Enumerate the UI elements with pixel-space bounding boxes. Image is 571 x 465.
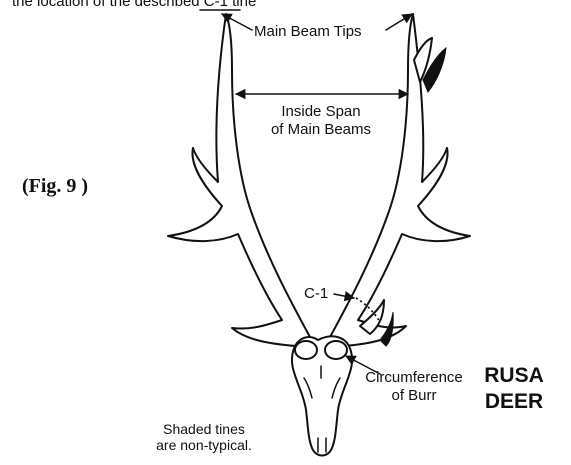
circumference-label-1: Circumference [365, 369, 463, 386]
c1-label: C-1 [304, 285, 328, 302]
species-label-2: DEER [485, 390, 543, 413]
circumference-label-2: of Burr [391, 387, 436, 404]
figure-label: (Fig. 9 ) [22, 175, 88, 197]
left-antler [168, 14, 318, 356]
inside-span-label-1: Inside Span [281, 103, 360, 120]
left-burr [295, 341, 317, 359]
shaded-note-1: Shaded tines [163, 421, 245, 437]
tip-arrow-right [386, 14, 412, 30]
inside-span-label-2: of Main Beams [271, 121, 371, 138]
right-antler [322, 14, 470, 356]
shaded-note-2: are non-typical. [156, 437, 252, 453]
header-text: the location of the described C-1 tine [12, 0, 256, 10]
main-beam-tips-label: Main Beam Tips [254, 23, 362, 40]
right-burr [325, 341, 347, 359]
species-label-1: RUSA [484, 364, 544, 387]
